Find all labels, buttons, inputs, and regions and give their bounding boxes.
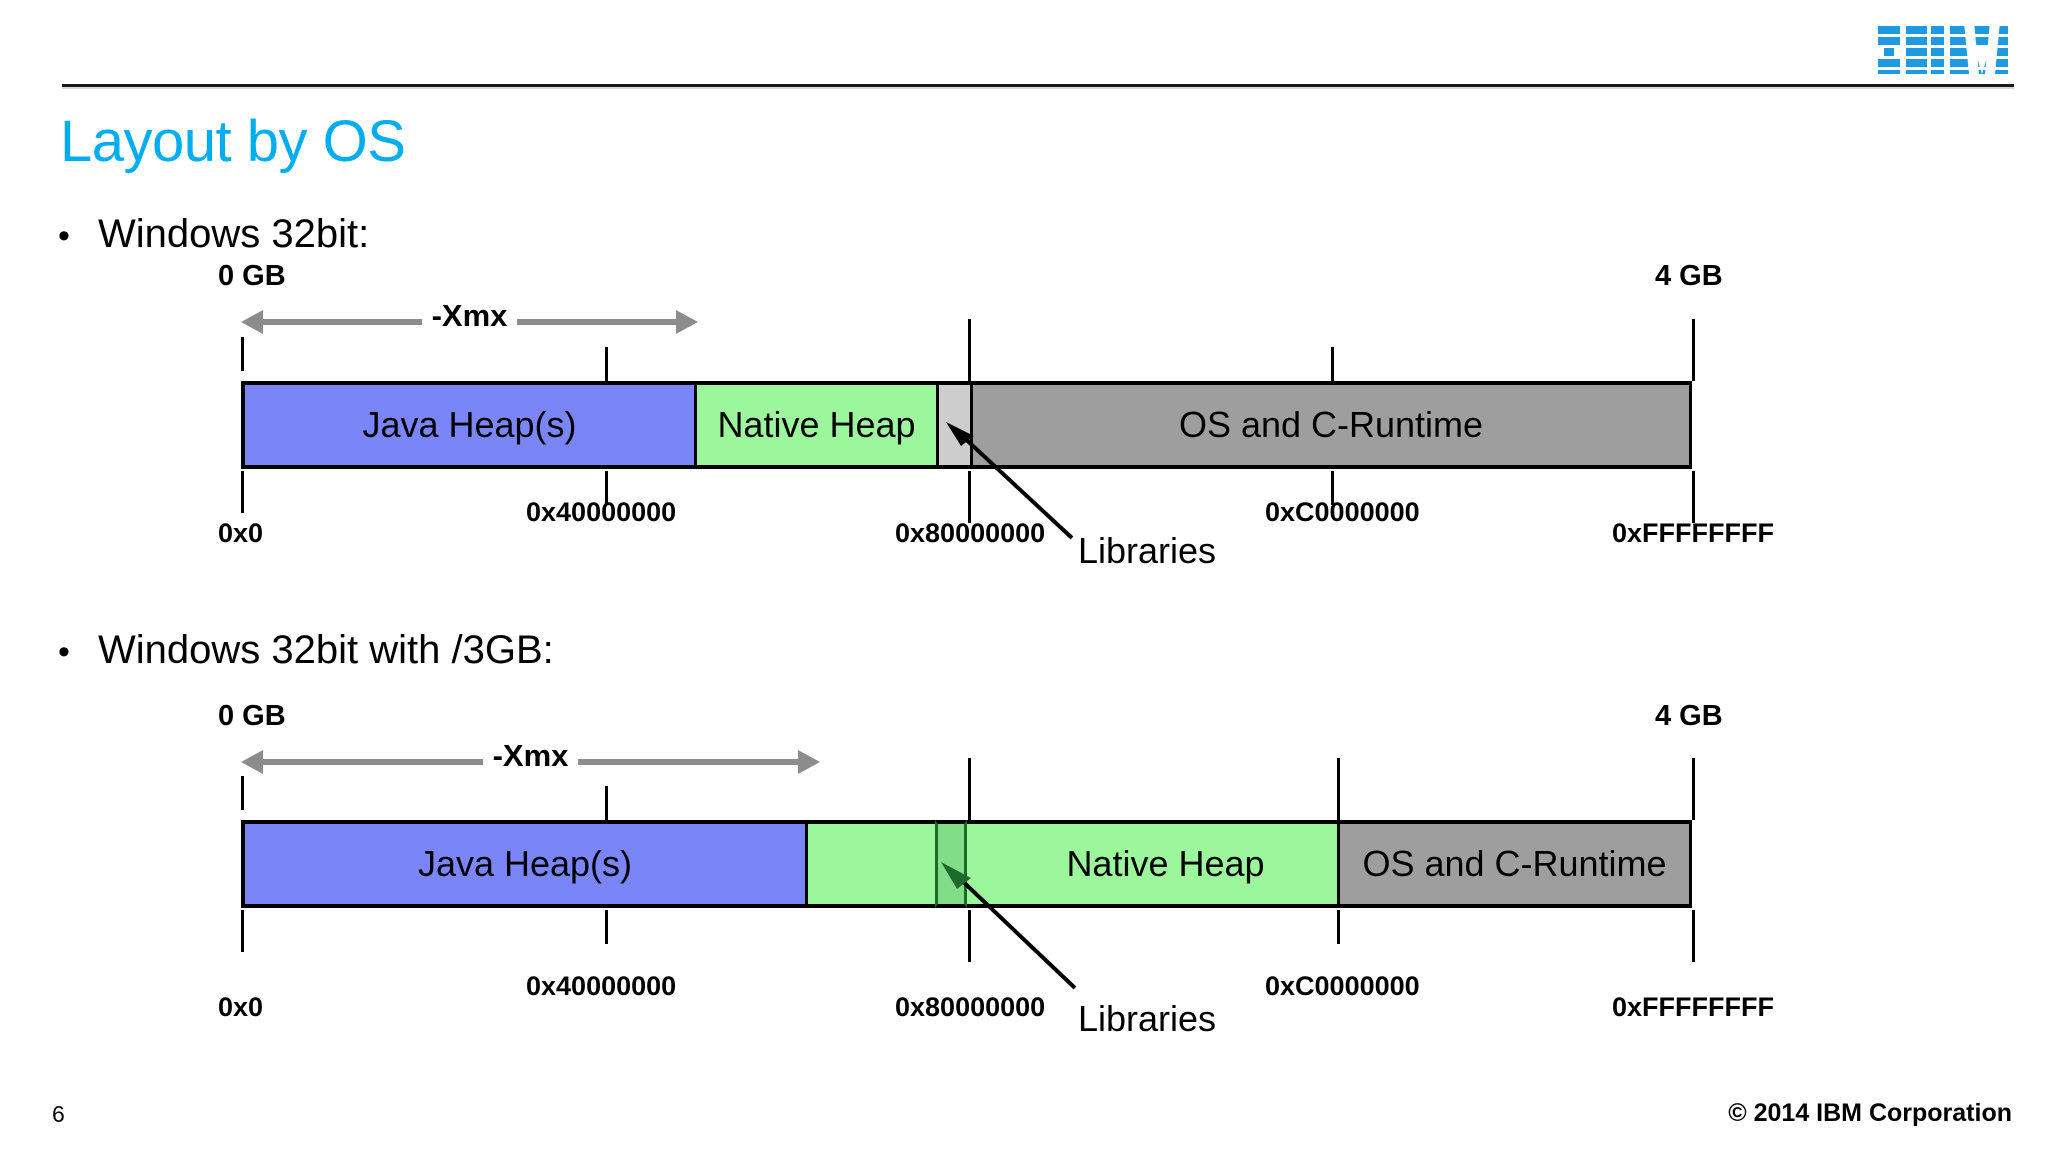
segment-native-heap: Native Heap — [805, 820, 1337, 908]
bullet-label: Windows 32bit: — [98, 212, 370, 256]
tick-0x40000000-bottom — [605, 910, 608, 944]
axis-label-0xC0000000: 0xC0000000 — [1265, 497, 1420, 527]
segment-libraries — [935, 820, 967, 908]
slide-number: 6 — [52, 1101, 65, 1127]
range-end-label: 4 GB — [1655, 700, 1723, 732]
bullet-marker-icon: • — [58, 217, 70, 255]
memory-layout-diagram-win32: 0 GB 4 GB -Xmx Java Heap(s) Native Heap … — [0, 260, 2048, 590]
axis-label-0x40000000: 0x40000000 — [526, 497, 677, 527]
tick-0x40000000-bottom — [605, 471, 608, 505]
page-title: Layout by OS — [60, 109, 406, 174]
range-end-label: 4 GB — [1655, 260, 1723, 292]
tick-0xFFFFFFFF-top — [1692, 319, 1695, 381]
libraries-callout-label: Libraries — [1078, 998, 1217, 1039]
xmx-annotation: -Xmx — [241, 738, 820, 774]
bullet-windows-32bit-3gb: • Windows 32bit with /3GB: — [58, 628, 554, 673]
tick-0x80000000-top — [968, 758, 971, 820]
bullet-label: Windows 32bit with /3GB: — [98, 628, 554, 672]
segment-label: Native Heap — [1066, 843, 1265, 884]
axis-label-0x80000000: 0x80000000 — [895, 518, 1046, 548]
libraries-callout-label: Libraries — [1078, 530, 1217, 571]
memory-layout-diagram-win32-3gb: 0 GB 4 GB -Xmx Java Heap(s) Native Heap … — [0, 700, 2048, 1039]
axis-label-0x0: 0x0 — [218, 992, 264, 1022]
tick-0xC0000000-bottom — [1337, 910, 1340, 944]
header-divider — [62, 84, 2014, 87]
range-start-label: 0 GB — [218, 260, 286, 292]
axis-label-0xC0000000: 0xC0000000 — [1265, 971, 1420, 1001]
axis-label-0x40000000: 0x40000000 — [526, 971, 677, 1001]
tick-0x40000000-top — [605, 347, 608, 381]
xmx-label: -Xmx — [421, 298, 518, 334]
segment-label: Java Heap(s) — [362, 404, 577, 445]
tick-0xC0000000-top — [1337, 758, 1340, 820]
copyright-notice: © 2014 IBM Corporation — [1728, 1099, 2012, 1127]
ibm-logo — [1878, 22, 2008, 74]
tick-0x80000000-top — [968, 319, 971, 381]
arrow-head-left-icon — [241, 310, 263, 334]
arrow-head-left-icon — [241, 750, 263, 774]
tick-0x40000000-top — [605, 786, 608, 820]
axis-label-0x80000000: 0x80000000 — [895, 992, 1046, 1022]
segment-java-heap: Java Heap(s) — [241, 820, 805, 908]
tick-0x80000000-bottom — [968, 910, 971, 962]
segment-libraries — [936, 381, 970, 469]
segment-native-heap: Native Heap — [694, 381, 936, 469]
segment-java-heap: Java Heap(s) — [241, 381, 694, 469]
segment-label: Native Heap — [717, 404, 916, 445]
xmx-label: -Xmx — [482, 738, 579, 774]
tick-0x80000000-bottom — [968, 471, 971, 523]
tick-0x0-bottom — [241, 471, 244, 513]
axis-label-0xFFFFFFFF: 0xFFFFFFFF — [1612, 992, 1774, 1022]
tick-0xC0000000-top — [1331, 347, 1334, 381]
range-start-label: 0 GB — [218, 700, 286, 732]
segment-os-c-runtime: OS and C-Runtime — [1337, 820, 1692, 908]
bullet-marker-icon: • — [58, 633, 70, 671]
libraries-callout-arrow-icon — [941, 862, 1077, 990]
tick-0x0-top — [241, 337, 244, 371]
axis-label-0xFFFFFFFF: 0xFFFFFFFF — [1612, 518, 1774, 548]
arrow-head-right-icon — [798, 750, 820, 774]
segment-label: OS and C-Runtime — [1178, 404, 1484, 445]
segment-label: OS and C-Runtime — [1362, 843, 1667, 884]
arrow-head-right-icon — [676, 310, 698, 334]
tick-0xC0000000-bottom — [1331, 471, 1334, 505]
bullet-windows-32bit: • Windows 32bit: — [58, 212, 369, 257]
libraries-callout-arrow-icon — [946, 422, 1074, 540]
tick-0xFFFFFFFF-top — [1692, 758, 1695, 820]
tick-0xFFFFFFFF-bottom — [1692, 910, 1695, 962]
axis-label-0x0: 0x0 — [218, 518, 264, 548]
tick-0x0-top — [241, 776, 244, 810]
segment-os-c-runtime: OS and C-Runtime — [970, 381, 1692, 469]
segment-label: Java Heap(s) — [417, 843, 633, 884]
tick-0xFFFFFFFF-bottom — [1692, 471, 1695, 523]
tick-0x0-bottom — [241, 910, 244, 952]
xmx-annotation: -Xmx — [241, 298, 698, 334]
